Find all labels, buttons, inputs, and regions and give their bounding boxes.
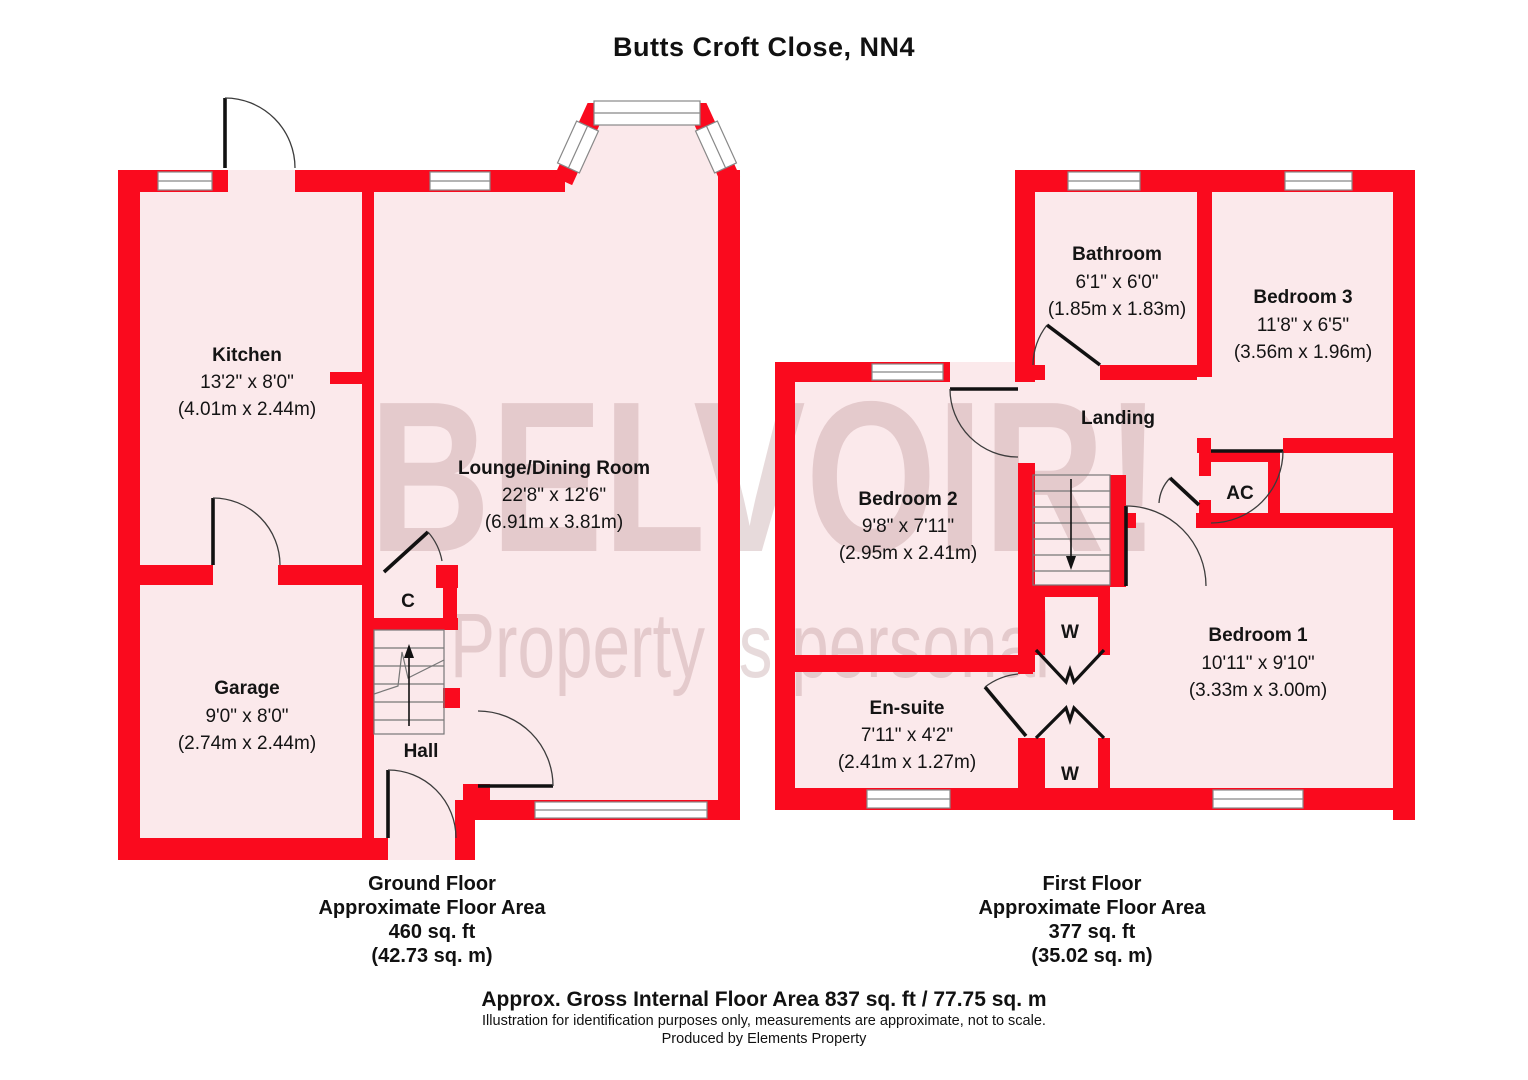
floor-fills xyxy=(118,106,1415,860)
bedroom1-dims-imperial: 10'11" x 9'10" xyxy=(1201,653,1314,674)
first-floor-stairs xyxy=(1032,474,1111,586)
garage-dims-metric: (2.74m x 2.44m) xyxy=(178,733,316,754)
lounge-dims-metric: (6.91m x 3.81m) xyxy=(485,512,623,533)
landing-label: Landing xyxy=(1081,408,1155,429)
first-floor-footprint xyxy=(775,170,1415,810)
first-floor-area-label: Approximate Floor Area xyxy=(978,897,1206,919)
bedroom3-dims-imperial: 11'8" x 6'5" xyxy=(1257,315,1349,336)
first-floor-area-ft: 377 sq. ft xyxy=(1048,921,1136,943)
ground-floor-windows xyxy=(157,100,738,819)
hall-label: Hall xyxy=(404,741,439,762)
first-floor-summary: First Floor Approximate Floor Area 377 s… xyxy=(867,872,1317,968)
ground-floor-doors xyxy=(211,97,554,839)
watermark-slogan: Property is personal xyxy=(450,595,1050,697)
ensuite-dims-metric: (2.41m x 1.27m) xyxy=(838,752,976,773)
first-floor-windows xyxy=(866,171,1353,809)
bedroom2-label: Bedroom 2 xyxy=(858,489,957,510)
bedroom1-dims-metric: (3.33m x 3.00m) xyxy=(1189,680,1327,701)
bathroom-label: Bathroom xyxy=(1072,244,1162,265)
ac-label: AC xyxy=(1226,483,1254,504)
bathroom-dims-metric: (1.85m x 1.83m) xyxy=(1048,299,1186,320)
first-floor-labels: Bathroom 6'1" x 6'0" (1.85m x 1.83m) Bed… xyxy=(838,244,1372,785)
bedroom2-dims-imperial: 9'8" x 7'11" xyxy=(862,516,954,537)
kitchen-dims-metric: (4.01m x 2.44m) xyxy=(178,399,316,420)
bedroom3-label: Bedroom 3 xyxy=(1253,287,1352,308)
bathroom-dims-imperial: 6'1" x 6'0" xyxy=(1075,272,1158,293)
first-floor-walls xyxy=(775,170,1415,820)
cupboard-label: C xyxy=(401,591,415,612)
ground-floor-labels: Kitchen 13'2" x 8'0" (4.01m x 2.44m) Lou… xyxy=(178,345,650,762)
ground-floor-name: Ground Floor xyxy=(368,873,496,895)
ground-floor-area-m: (42.73 sq. m) xyxy=(371,945,493,967)
ground-floor-area-ft: 460 sq. ft xyxy=(388,921,476,943)
bedroom1-label: Bedroom 1 xyxy=(1208,625,1308,646)
wardrobe-top-bifold-door xyxy=(1034,648,1106,686)
produced-by-text: Produced by Elements Property xyxy=(661,1031,867,1047)
bedroom3-dims-metric: (3.56m x 1.96m) xyxy=(1234,342,1372,363)
bay-window-left xyxy=(556,120,600,174)
wardrobe-bottom-bifold-door xyxy=(1034,705,1106,740)
ground-floor-stairs xyxy=(373,629,445,735)
garage-label: Garage xyxy=(214,678,279,699)
bay-window-right xyxy=(694,120,738,174)
first-floor-name: First Floor xyxy=(1042,873,1142,895)
kitchen-label: Kitchen xyxy=(212,345,282,366)
wardrobe-bottom-label: W xyxy=(1061,764,1079,785)
first-floor-area-m: (35.02 sq. m) xyxy=(1031,945,1153,967)
ground-floor-footprint xyxy=(118,106,740,860)
lounge-label: Lounge/Dining Room xyxy=(458,458,650,479)
kitchen-dims-imperial: 13'2" x 8'0" xyxy=(200,372,294,393)
ground-floor-area-label: Approximate Floor Area xyxy=(318,897,546,919)
ensuite-dims-imperial: 7'11" x 4'2" xyxy=(861,725,953,746)
wardrobe-top-label: W xyxy=(1061,622,1079,643)
gross-internal-area: Approx. Gross Internal Floor Area 837 sq… xyxy=(481,988,1047,1011)
ensuite-label: En-suite xyxy=(870,698,945,719)
page-title: Butts Croft Close, NN4 xyxy=(612,32,915,62)
lounge-dims-imperial: 22'8" x 12'6" xyxy=(502,485,606,506)
first-floor-doors xyxy=(949,323,1284,740)
garage-dims-imperial: 9'0" x 8'0" xyxy=(205,706,288,727)
ground-floor-summary: Ground Floor Approximate Floor Area 460 … xyxy=(207,872,657,968)
bedroom2-dims-metric: (2.95m x 2.41m) xyxy=(839,543,977,564)
disclaimer-text: Illustration for identification purposes… xyxy=(482,1013,1046,1029)
